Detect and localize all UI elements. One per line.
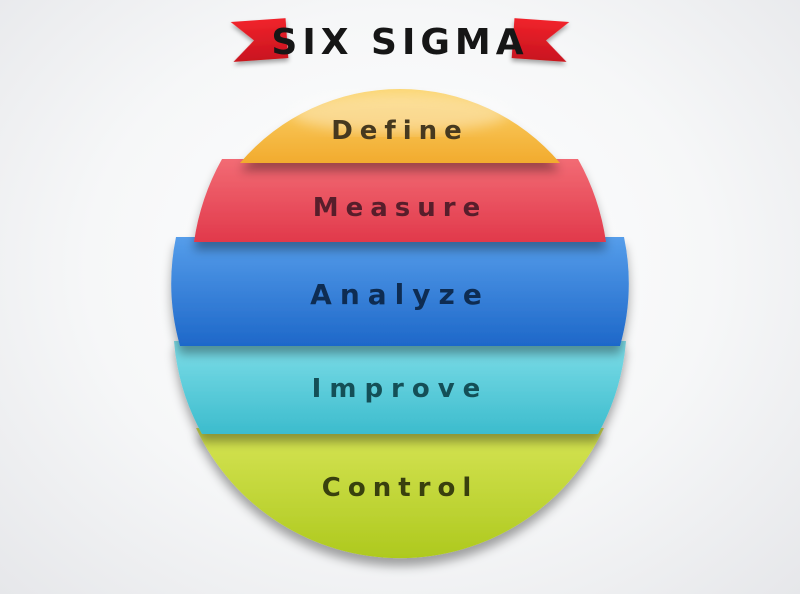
band-label-analyze: Analyze (310, 278, 490, 311)
band-control (196, 428, 604, 559)
band-improve (174, 341, 626, 434)
band-analyze (171, 237, 629, 346)
sphere-highlight (292, 93, 508, 133)
sphere (171, 89, 629, 559)
ribbon-right-end (511, 18, 570, 62)
band-labels: Define Measure Analyze Improve Control (310, 116, 490, 503)
ribbon-left-end (230, 18, 289, 62)
band-label-measure: Measure (313, 193, 488, 223)
band-label-control: Control (322, 473, 478, 503)
band-label-define: Define (331, 116, 469, 146)
band-measure (194, 159, 606, 242)
six-sigma-title: SIX SIGMA (271, 22, 528, 63)
header-ribbon: SIX SIGMA (230, 18, 570, 63)
band-label-improve: Improve (312, 374, 489, 404)
